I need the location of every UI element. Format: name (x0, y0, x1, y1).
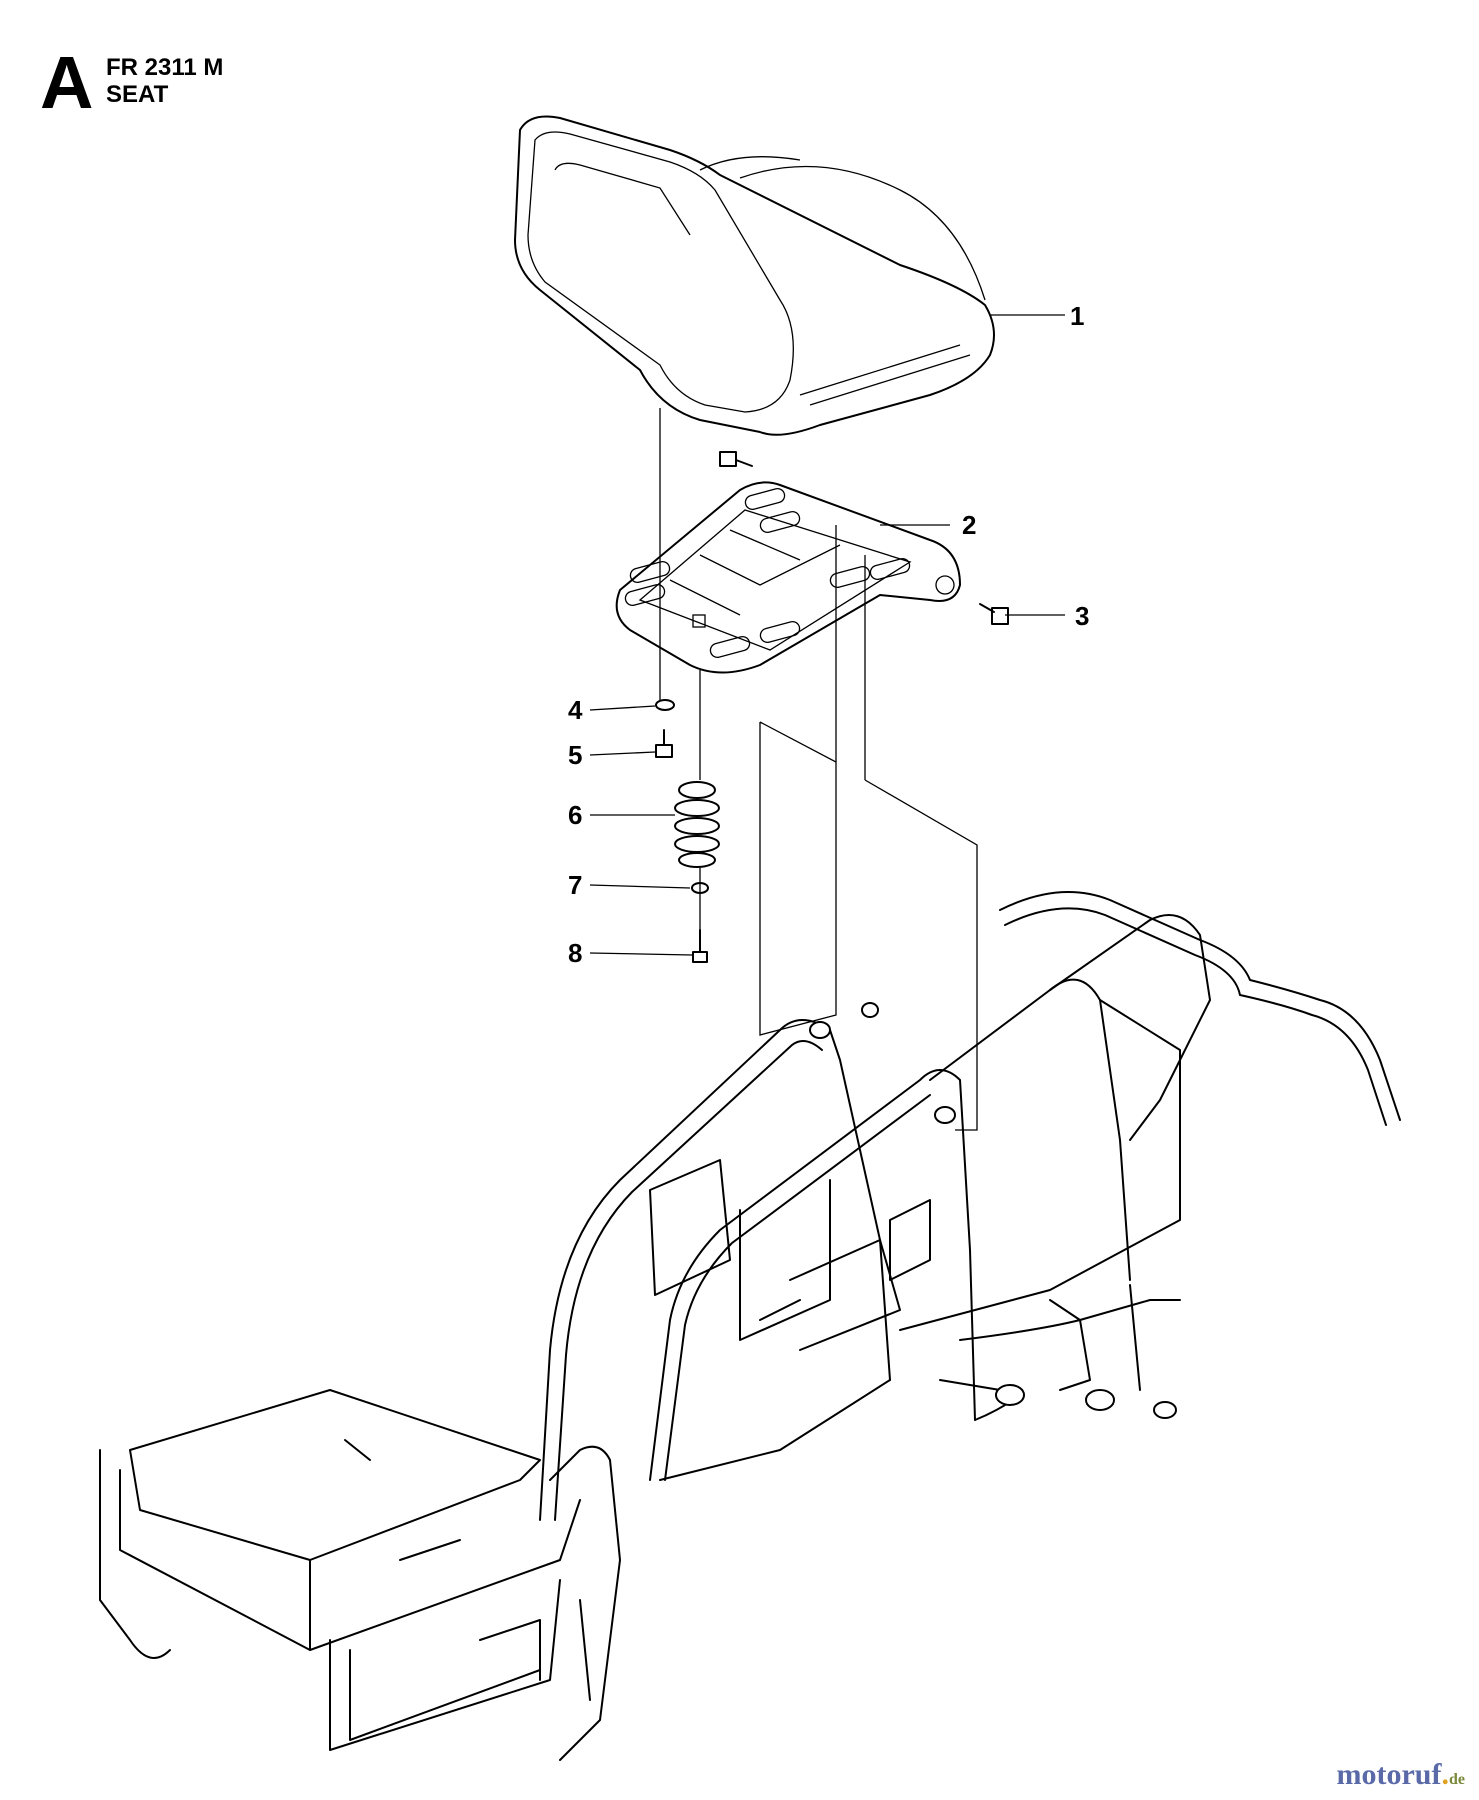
seat-drawing (514, 115, 995, 436)
watermark-logo: motoruf.de (1336, 1758, 1465, 1791)
callout-6: 6 (568, 800, 582, 830)
header-text: FR 2311 M SEAT (106, 54, 223, 108)
callout-2: 2 (962, 510, 976, 540)
leader-lines (589, 314, 1065, 1131)
callout-7: 7 (568, 870, 582, 900)
callout-3: 3 (1075, 601, 1089, 631)
spring-6 (674, 781, 720, 868)
callout-4: 4 (568, 695, 583, 725)
callout-8: 8 (568, 938, 582, 968)
seat-pan-drawing (615, 481, 961, 674)
bolt-top (719, 451, 753, 467)
callout-labels: 1 2 3 4 5 6 7 8 (568, 301, 1089, 968)
pivot-bolt-3 (979, 603, 1009, 625)
callout-5: 5 (568, 740, 582, 770)
callout-1: 1 (1070, 301, 1084, 331)
washer-4 (655, 699, 675, 711)
model-number: FR 2311 M (106, 54, 224, 81)
diagram-title: SEAT (106, 81, 169, 108)
chassis-drawing (99, 891, 1401, 1761)
bolt-5 (655, 729, 673, 758)
hardware-drawing (655, 451, 1009, 963)
section-letter: A (40, 41, 94, 124)
